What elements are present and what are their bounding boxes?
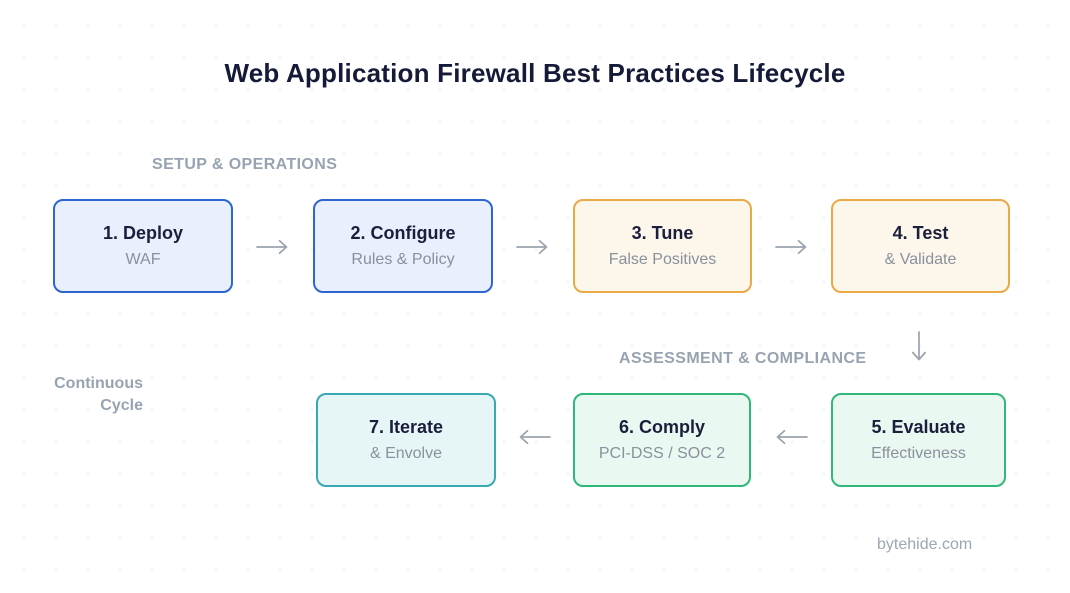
step-subtitle: WAF xyxy=(125,251,161,268)
arrow-right-2-3-icon xyxy=(515,238,551,256)
step-box-deploy: 1. Deploy WAF xyxy=(53,199,233,293)
step-title: 6. Comply xyxy=(618,417,706,437)
step-title: 1. Deploy xyxy=(102,223,184,243)
section-label-setup: SETUP & OPERATIONS xyxy=(152,156,338,173)
step-subtitle: False Positives xyxy=(608,251,717,268)
step-box-comply: 6. Comply PCI-DSS / SOC 2 xyxy=(573,393,751,487)
step-title: 7. Iterate xyxy=(368,417,444,437)
step-box-tune: 3. Tune False Positives xyxy=(573,199,752,293)
step-title: 5. Evaluate xyxy=(871,417,966,437)
step-title: 4. Test xyxy=(892,223,949,243)
arrow-right-1-2-icon xyxy=(255,238,291,256)
step-box-evaluate: 5. Evaluate Effectiveness xyxy=(831,393,1006,487)
step-box-iterate: 7. Iterate & Envolve xyxy=(316,393,496,487)
arrow-left-5-6-icon xyxy=(773,428,809,446)
step-subtitle: PCI-DSS / SOC 2 xyxy=(598,445,726,462)
step-box-test: 4. Test & Validate xyxy=(831,199,1010,293)
continuous-cycle-label: Continuous Cycle xyxy=(28,373,143,417)
step-title: 2. Configure xyxy=(350,223,456,243)
step-box-configure: 2. Configure Rules & Policy xyxy=(313,199,493,293)
section-label-assessment: ASSESSMENT & COMPLIANCE xyxy=(619,350,867,367)
cycle-label-line2: Cycle xyxy=(100,397,143,414)
arrow-down-4-5-icon xyxy=(910,330,928,364)
step-subtitle: & Validate xyxy=(884,251,957,268)
arrow-left-6-7-icon xyxy=(516,428,552,446)
page-title: Web Application Firewall Best Practices … xyxy=(224,58,846,88)
step-title: 3. Tune xyxy=(631,223,694,243)
cycle-label-line1: Continuous xyxy=(54,375,143,392)
step-subtitle: Effectiveness xyxy=(871,445,966,462)
step-subtitle: Rules & Policy xyxy=(351,251,455,268)
step-subtitle: & Envolve xyxy=(369,445,443,462)
brand-watermark: bytehide.com xyxy=(877,536,973,553)
arrow-right-3-4-icon xyxy=(774,238,810,256)
